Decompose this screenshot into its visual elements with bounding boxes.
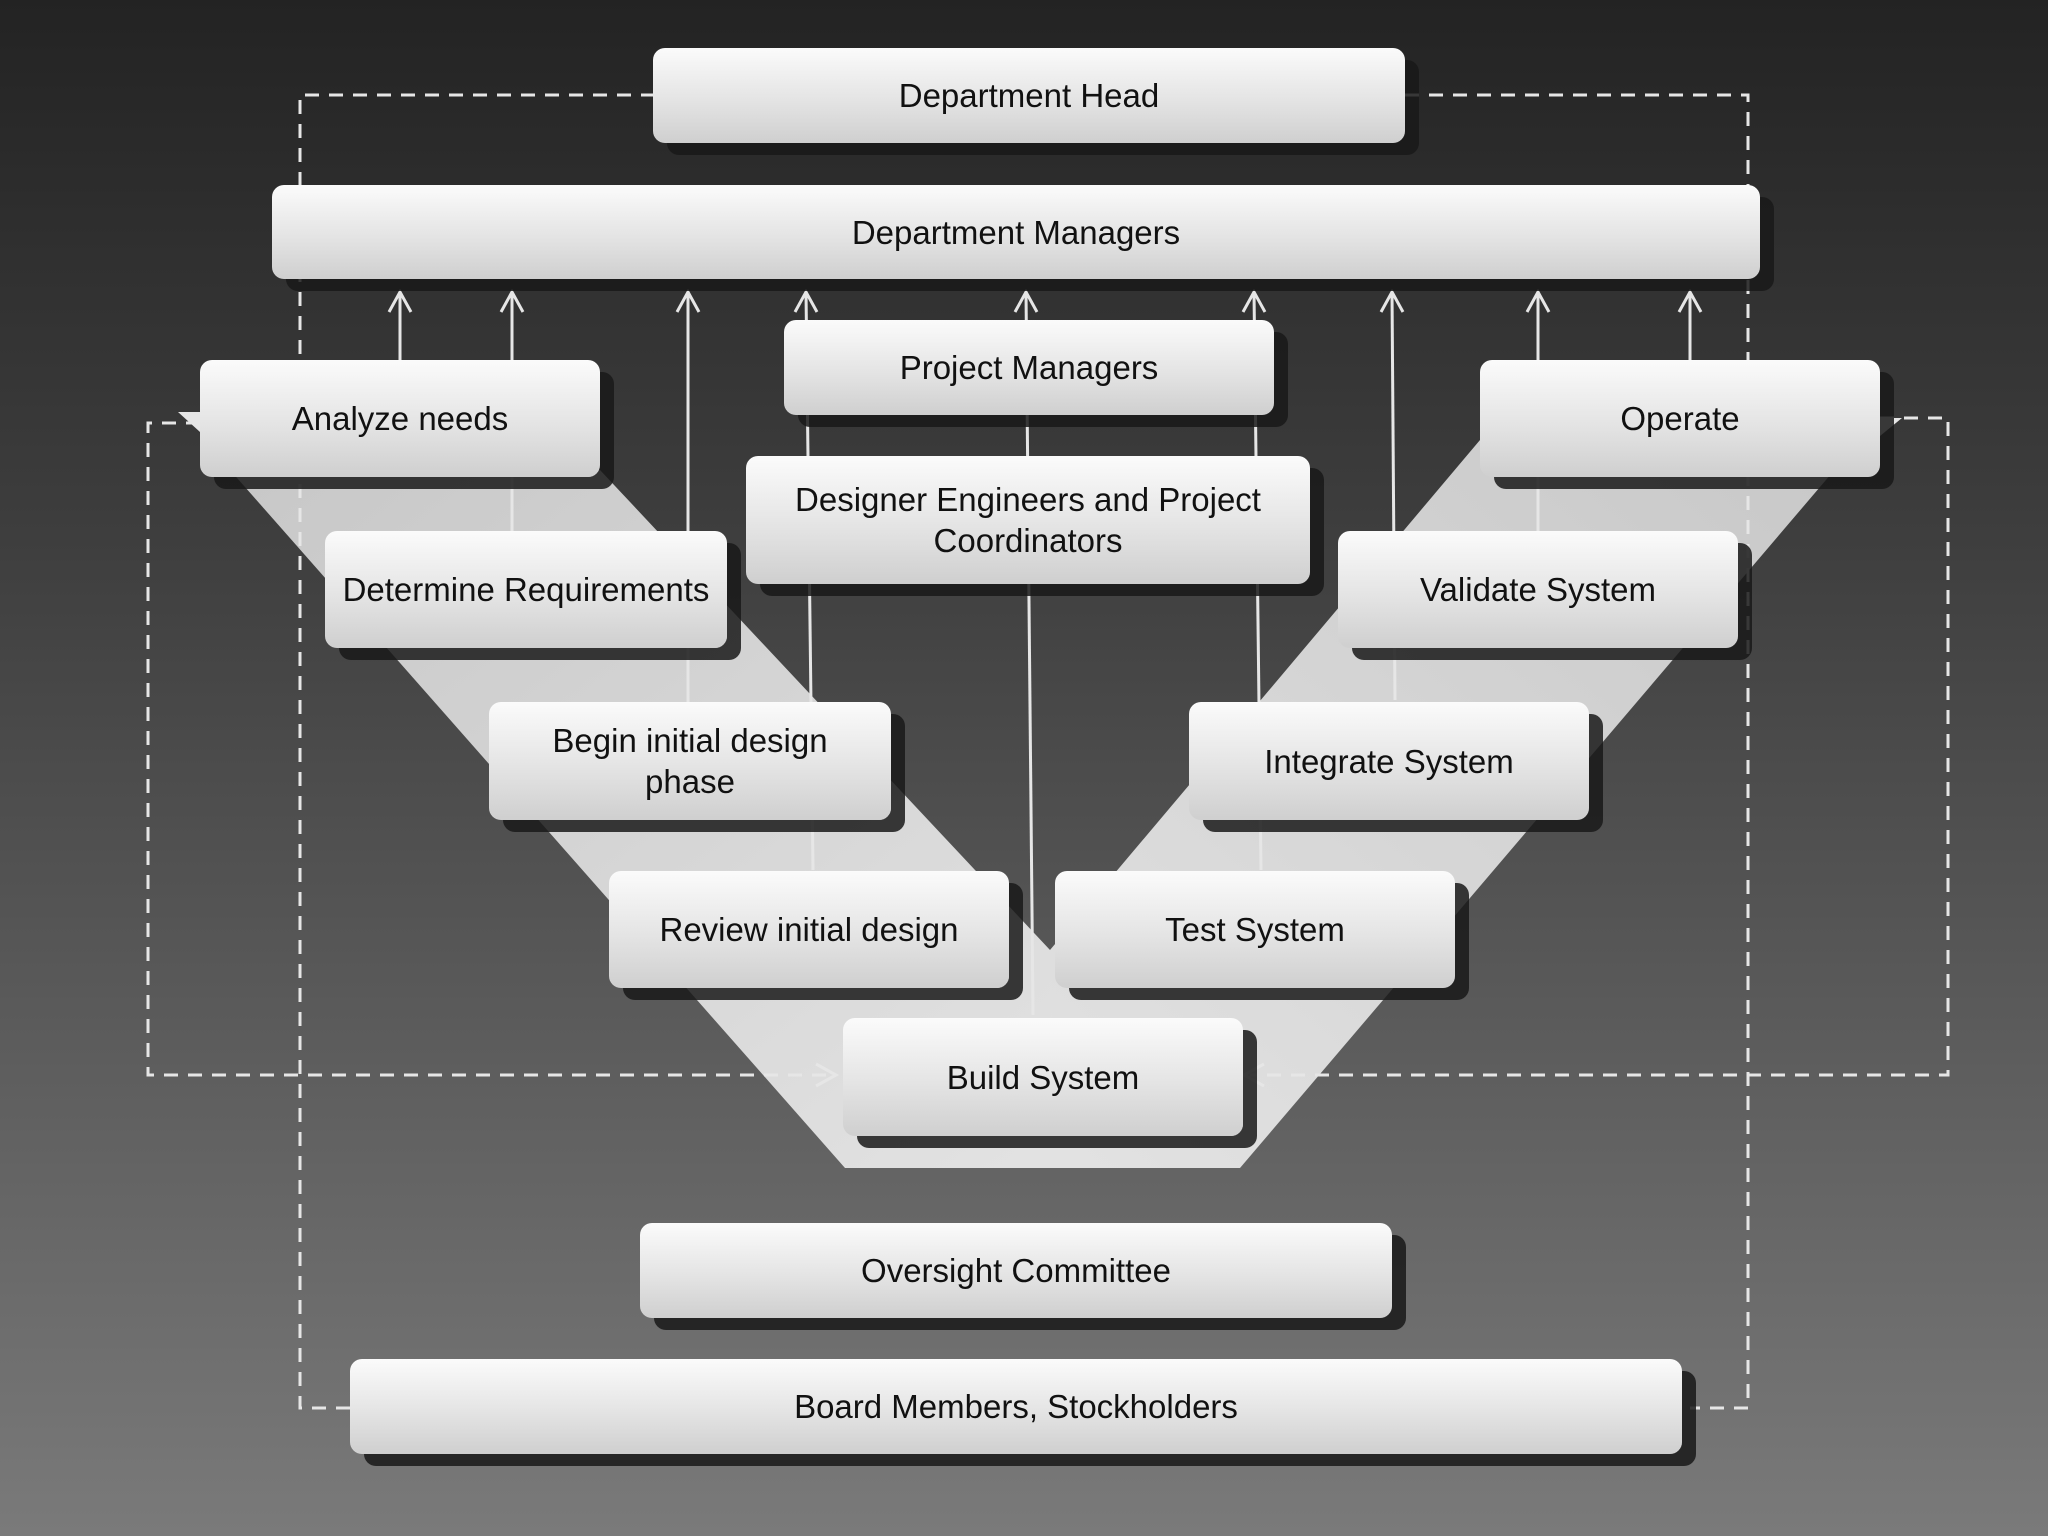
step-operate: Operate bbox=[1480, 360, 1880, 477]
step-build-system: Build System bbox=[843, 1018, 1243, 1136]
board-members-box: Board Members, Stockholders bbox=[350, 1359, 1682, 1454]
inner-dashed-loop-right bbox=[1250, 416, 1950, 1077]
inner-dashed-arrowhead-left bbox=[815, 1062, 840, 1088]
analyze-needs-pointer bbox=[178, 412, 200, 432]
step-review-initial-design: Review initial design bbox=[609, 871, 1009, 988]
step-analyze-needs: Analyze needs bbox=[200, 360, 600, 477]
step-validate-system: Validate System bbox=[1338, 531, 1738, 648]
step-determine-requirements: Determine Requirements bbox=[325, 531, 727, 648]
department-managers-box: Department Managers bbox=[272, 185, 1760, 279]
step-integrate-system: Integrate System bbox=[1189, 702, 1589, 820]
step-begin-initial-design: Begin initial design phase bbox=[489, 702, 891, 820]
oversight-committee-box: Oversight Committee bbox=[640, 1223, 1392, 1318]
step-test-system: Test System bbox=[1055, 871, 1455, 988]
inner-dashed-arrowhead-right bbox=[1240, 1062, 1265, 1088]
operate-pointer bbox=[1880, 418, 1902, 436]
outer-dashed-loop-left bbox=[298, 93, 655, 1410]
outer-dashed-loop-right bbox=[1405, 93, 1750, 1410]
department-head-box: Department Head bbox=[653, 48, 1405, 143]
project-managers-box: Project Managers bbox=[784, 320, 1274, 415]
inner-dashed-loop-left bbox=[146, 421, 830, 1077]
designer-engineers-box: Designer Engineers and Project Coordinat… bbox=[746, 456, 1310, 584]
